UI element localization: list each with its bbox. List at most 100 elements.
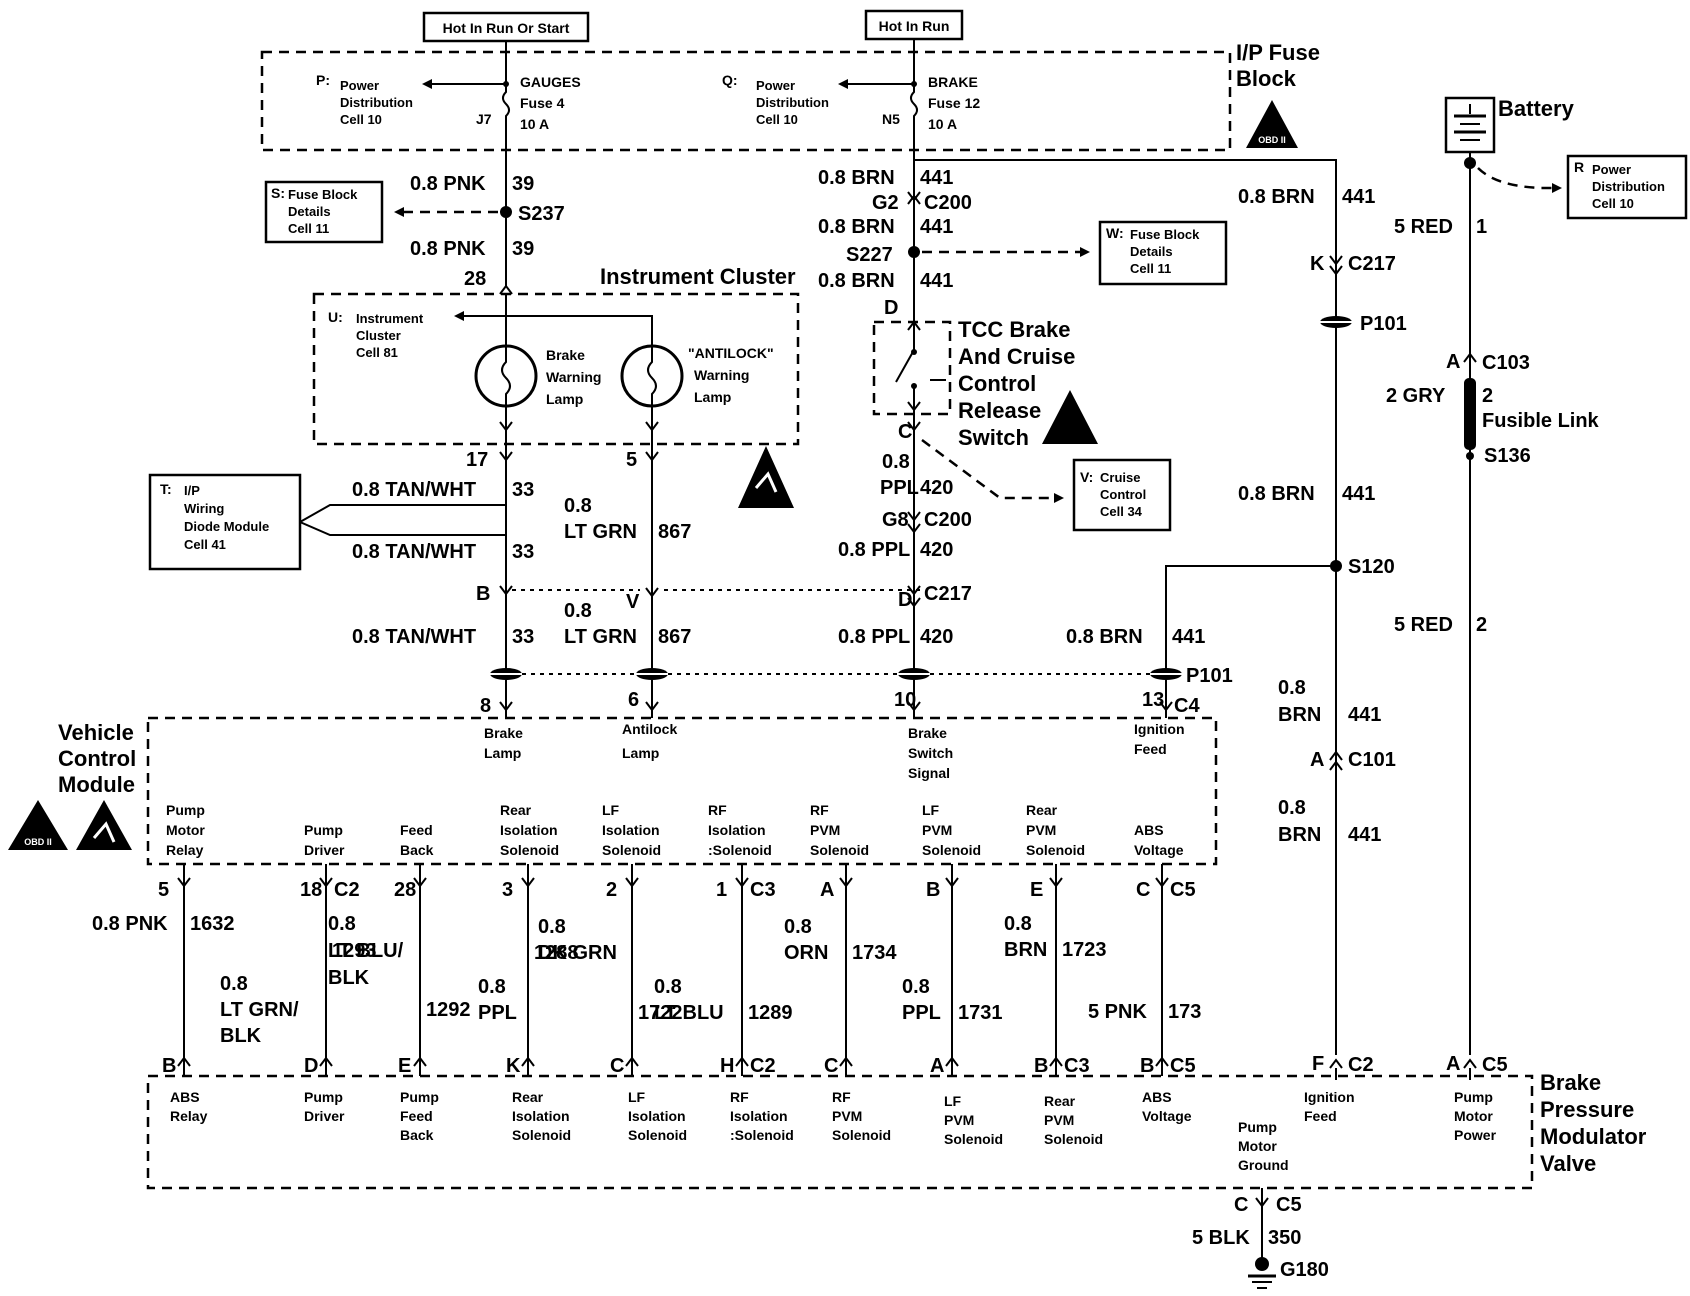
harness-top-connector — [735, 877, 749, 888]
harness-circuit: 173 — [1168, 1001, 1201, 1023]
ground-g180: C C5 5 BLK 350 G180 — [1192, 1188, 1329, 1289]
bpmv-pin-label: Pump — [400, 1089, 439, 1105]
svg-text:2: 2 — [1482, 385, 1493, 407]
svg-text:1: 1 — [1476, 216, 1487, 238]
source-hot-run-start: Hot In Run Or Start — [422, 11, 590, 43]
svg-text:TCC Brake: TCC Brake — [958, 317, 1070, 342]
svg-text:Power: Power — [340, 78, 379, 93]
vcm-pin-label: :Solenoid — [708, 842, 772, 858]
svg-text:K: K — [1310, 253, 1325, 275]
svg-text:C: C — [898, 421, 912, 443]
svg-text:0.8 PPL: 0.8 PPL — [838, 539, 910, 561]
harness-bottom-pin: D — [304, 1055, 318, 1077]
vcm-pin-label: Rear — [500, 802, 532, 818]
svg-text:R: R — [1574, 159, 1584, 175]
svg-text:Lamp: Lamp — [694, 389, 731, 405]
svg-text:Distribution: Distribution — [340, 95, 413, 110]
harness-wire-color: PPL — [478, 1002, 517, 1024]
bpmv-pin-label: PVM — [832, 1108, 862, 1124]
svg-text:Module: Module — [58, 772, 135, 797]
harness-top-pin: A — [820, 879, 834, 901]
svg-text:Battery: Battery — [1498, 96, 1575, 121]
vcm-pin-label: Rear — [1026, 802, 1058, 818]
svg-text:G180: G180 — [1280, 1259, 1329, 1281]
svg-text:441: 441 — [920, 167, 953, 189]
svg-text:5 RED: 5 RED — [1394, 614, 1453, 636]
svg-text:Control: Control — [58, 746, 136, 771]
svg-text:BRN: BRN — [1278, 824, 1321, 846]
svg-text:Fuse Block: Fuse Block — [1130, 227, 1200, 242]
harness-bottom-pin: B — [1140, 1055, 1154, 1077]
vcm-pin-label: Relay — [166, 842, 204, 858]
bpmv-labels: ABSRelayPumpDriverPumpFeedBackRearIsolat… — [170, 1089, 1497, 1173]
svg-text:0.8 BRN: 0.8 BRN — [818, 216, 895, 238]
svg-text:Ignition: Ignition — [1134, 721, 1185, 737]
svg-text:Feed: Feed — [1134, 741, 1167, 757]
svg-text:Instrument: Instrument — [356, 311, 424, 326]
harness-bottom-connector — [521, 1056, 535, 1067]
svg-text:0.8: 0.8 — [1278, 677, 1306, 699]
bpmv-pin-label: Power — [1454, 1127, 1497, 1143]
svg-text:441: 441 — [1348, 824, 1381, 846]
svg-text:C: C — [1234, 1194, 1248, 1216]
svg-text:S:: S: — [271, 185, 285, 201]
svg-text:GAUGES: GAUGES — [520, 74, 581, 90]
vcm-pin-label: Pump — [166, 802, 205, 818]
bpmv-pin-label: :Solenoid — [730, 1127, 794, 1143]
svg-text:Power: Power — [756, 78, 795, 93]
svg-text:Distribution: Distribution — [1592, 179, 1665, 194]
harness-wire-color: BLK — [328, 967, 370, 989]
harness-bottom-pin: C — [824, 1055, 838, 1077]
harness-top-connector — [177, 877, 191, 888]
svg-text:Fuse Block: Fuse Block — [288, 187, 358, 202]
svg-text:C101: C101 — [1348, 749, 1396, 771]
tcc-brake-switch: TCC Brake And Cruise Control Release Swi… — [872, 317, 1098, 450]
svg-text:A: A — [1310, 749, 1324, 771]
svg-text:U:: U: — [328, 309, 343, 325]
svg-text:Cell 11: Cell 11 — [288, 221, 329, 236]
svg-text:Lamp: Lamp — [546, 391, 583, 407]
instrument-cluster: Instrument Cluster U: Instrument Cluster… — [312, 264, 800, 446]
harness-wire-color: 0.8 — [538, 916, 566, 938]
svg-text:867: 867 — [658, 521, 691, 543]
bpmv-pin-label: Isolation — [730, 1108, 788, 1124]
svg-text:S120: S120 — [1348, 556, 1395, 578]
harness-circuit: 1722 — [638, 1002, 683, 1024]
svg-text:A: A — [1446, 1053, 1460, 1075]
svg-text:OBD II: OBD II — [24, 837, 52, 847]
svg-text:Signal: Signal — [908, 765, 950, 781]
battery: Battery — [1444, 96, 1575, 154]
obd-warning-icon: OBD II — [8, 800, 68, 850]
svg-text:5 BLK: 5 BLK — [1192, 1227, 1250, 1249]
svg-text:And Cruise: And Cruise — [958, 344, 1075, 369]
svg-text:2 GRY: 2 GRY — [1386, 385, 1446, 407]
svg-text:0.8 BRN: 0.8 BRN — [1238, 483, 1315, 505]
bpmv-pin-label: ABS — [170, 1089, 200, 1105]
svg-text:C217: C217 — [924, 583, 972, 605]
svg-text:Fusible Link: Fusible Link — [1482, 410, 1600, 432]
bpmv-pin-label: Solenoid — [1044, 1131, 1103, 1147]
harness-circuit: 1288 — [534, 942, 579, 964]
svg-text:0.8 TAN/WHT: 0.8 TAN/WHT — [352, 479, 476, 501]
svg-text:0.8 PNK: 0.8 PNK — [410, 238, 486, 260]
svg-text:Hot In Run Or Start: Hot In Run Or Start — [443, 20, 570, 36]
brake-warning-lamp: Brake Warning Lamp — [474, 344, 601, 408]
harness-top-pin: 18 — [300, 879, 322, 901]
svg-text:Diode Module: Diode Module — [184, 519, 269, 534]
harness-wire-color: 0.8 — [784, 916, 812, 938]
svg-text:420: 420 — [920, 539, 953, 561]
svg-text:C5: C5 — [1482, 1054, 1508, 1076]
svg-text:28: 28 — [464, 268, 486, 290]
harness-wire-color: 0.8 — [902, 976, 930, 998]
harness-wire-color: LT GRN/ — [220, 999, 299, 1021]
svg-text:441: 441 — [920, 270, 953, 292]
svg-text:Fuse 12: Fuse 12 — [928, 95, 980, 111]
svg-text:8: 8 — [480, 695, 491, 717]
svg-text:F: F — [1312, 1053, 1324, 1075]
bpmv-pin-label: Solenoid — [512, 1127, 571, 1143]
bpmv-pin-label: Solenoid — [628, 1127, 687, 1143]
vcm-pin-label: LF — [922, 802, 940, 818]
svg-text:LT GRN: LT GRN — [564, 626, 637, 648]
ref-box-t: T: I/P Wiring Diode Module Cell 41 — [148, 473, 302, 571]
harness-circuit: 1723 — [1062, 939, 1107, 961]
